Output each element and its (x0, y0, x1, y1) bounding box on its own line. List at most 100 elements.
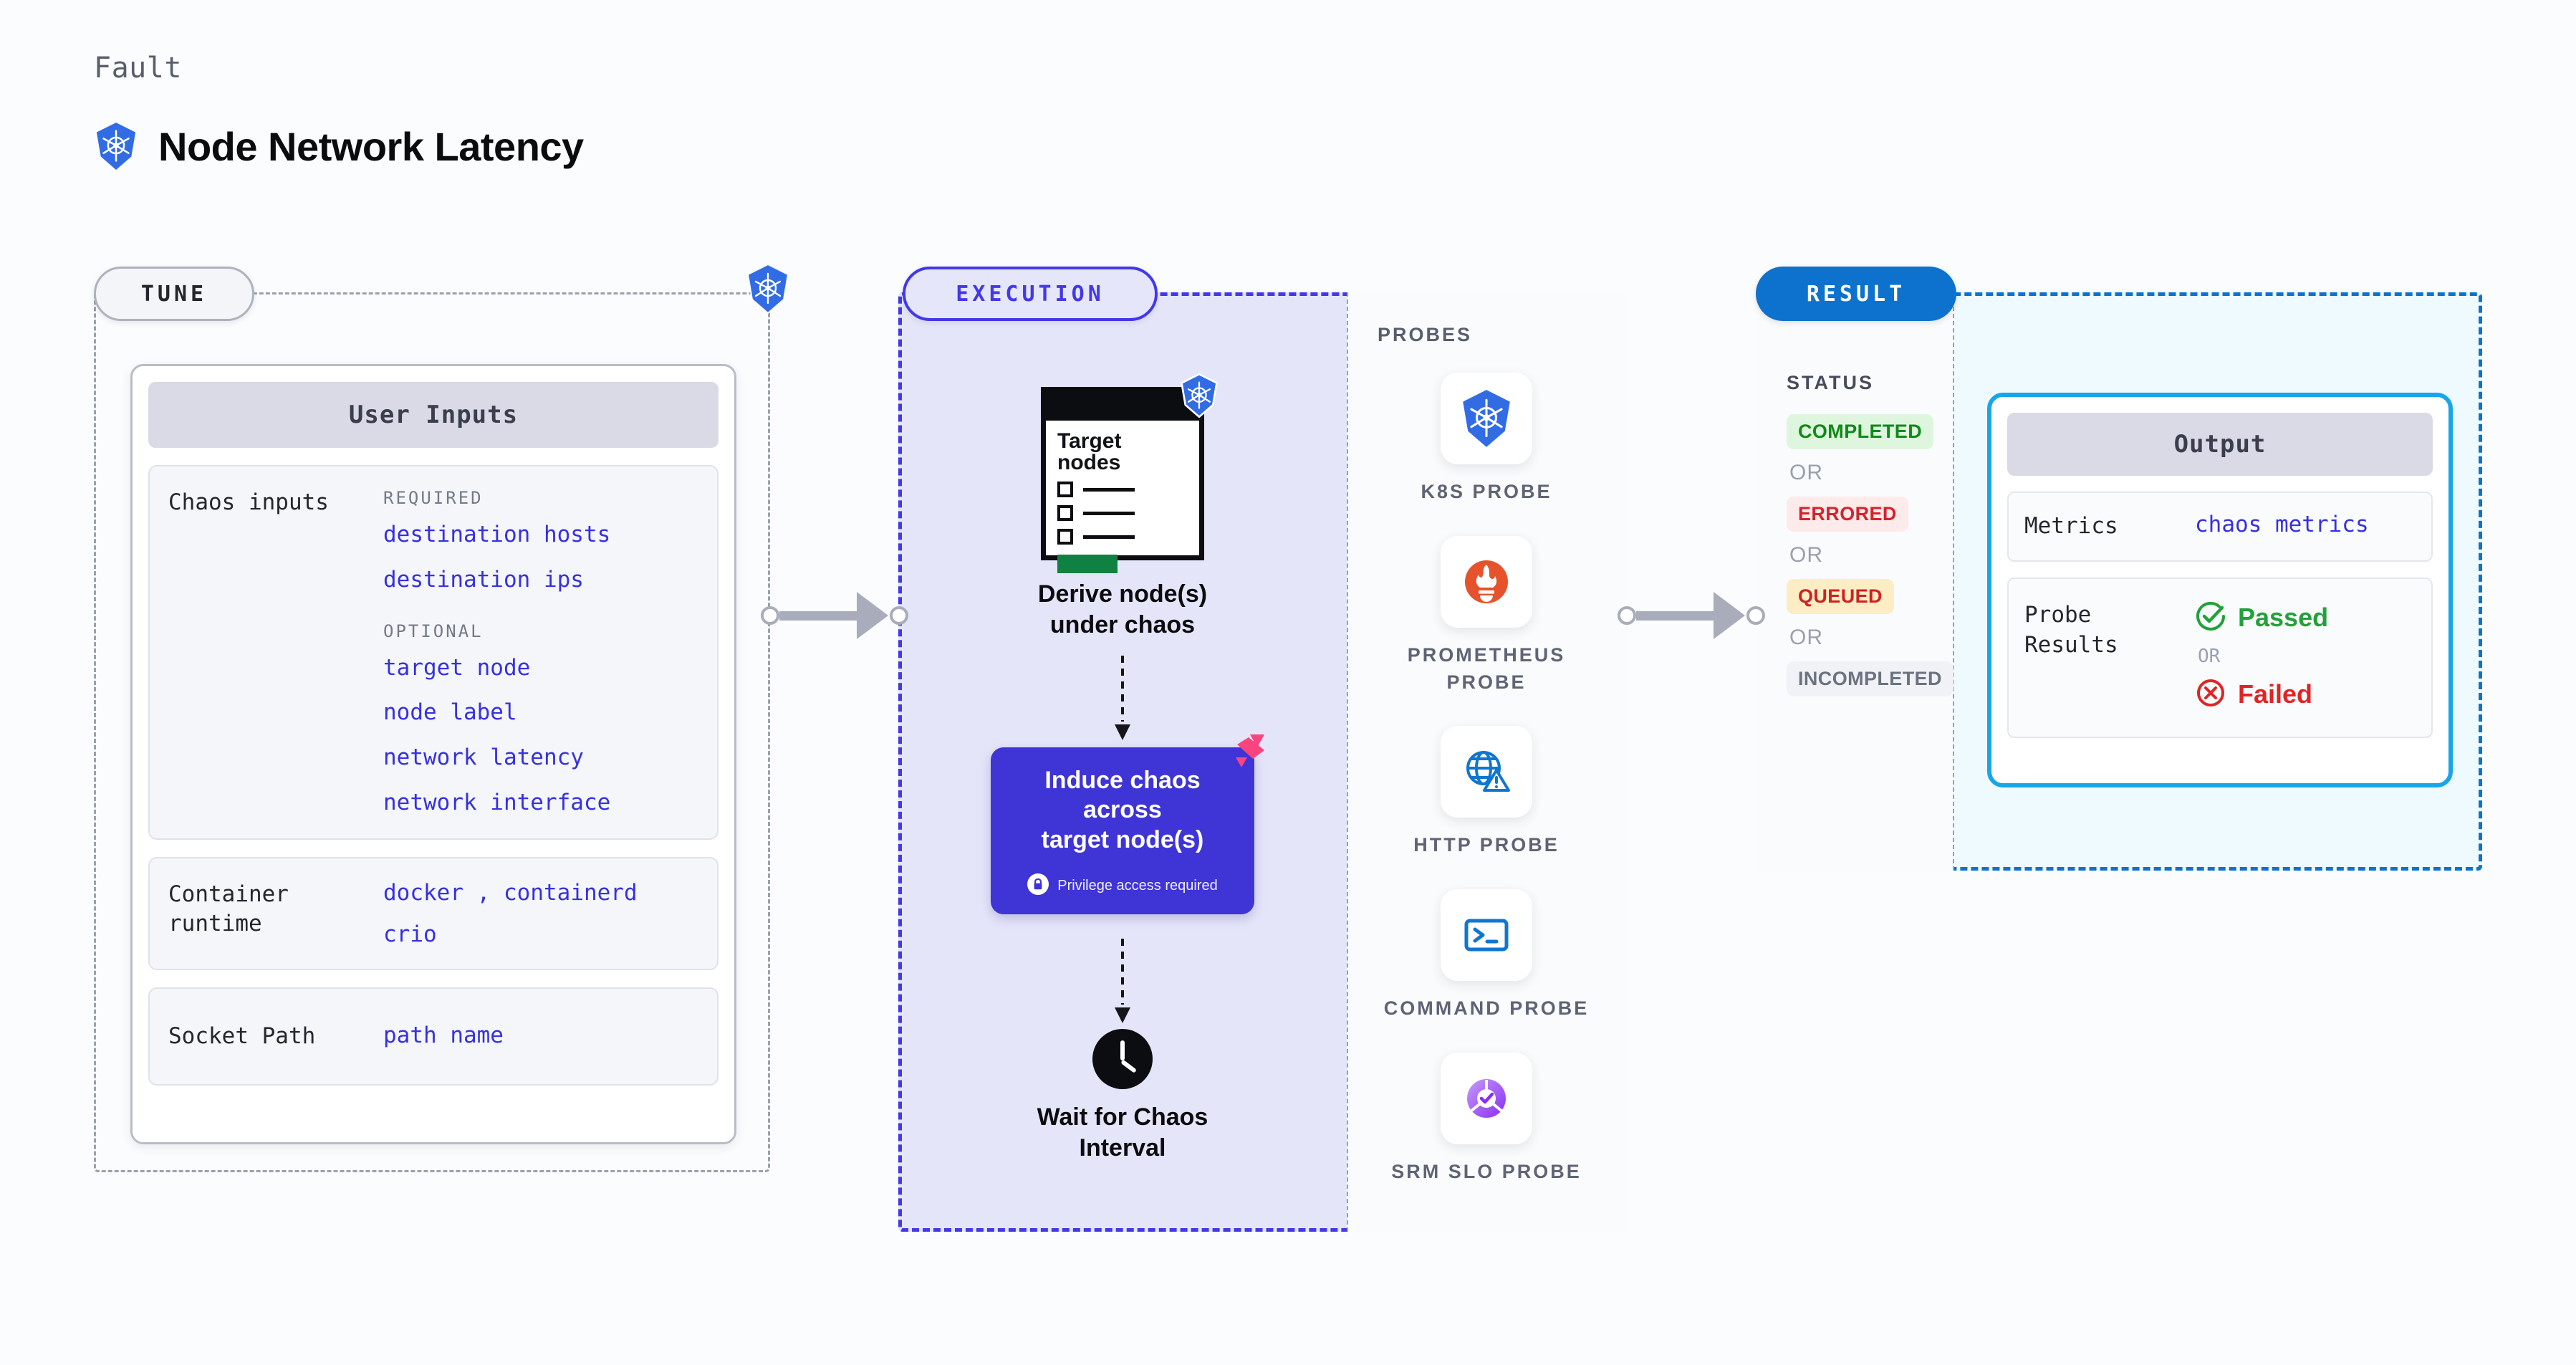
arrow-tip (1115, 1007, 1130, 1024)
or-label: OR (1789, 543, 1823, 567)
probe-item-command[interactable]: COMMAND PROBE (1379, 889, 1594, 1022)
privilege-text: Privilege access required (1057, 878, 1218, 894)
step-derive-nodes-label: Derive node(s) under chaos (1038, 579, 1207, 640)
runtime-separator: , (476, 879, 491, 906)
placeholder-line (1083, 535, 1135, 539)
metrics-label: Metrics (2024, 513, 2118, 539)
chaos-inputs-label: Chaos inputs (168, 489, 329, 515)
connector-dot-left (761, 606, 779, 625)
output-title: Output (2007, 413, 2433, 476)
node-checkbox-row (1057, 529, 1188, 545)
metrics-value[interactable]: chaos metrics (2195, 512, 2369, 537)
node-checkbox-row (1057, 482, 1188, 497)
probe-label: SRM SLO PROBE (1391, 1160, 1582, 1182)
connector-tune-to-execution (761, 592, 908, 639)
probe-results-label: Probe Results (2024, 600, 2195, 712)
http-globe-warning-icon (1441, 726, 1532, 818)
check-circle-icon (2195, 600, 2226, 636)
failed-label: Failed (2238, 679, 2313, 709)
runtime-containerd[interactable]: containerd (504, 879, 638, 906)
induce-chaos-line2: target node(s) (1041, 825, 1204, 853)
container-runtime-label: Container runtime (168, 881, 289, 937)
probe-label: COMMAND PROBE (1383, 997, 1590, 1020)
label-line-2: Results (2024, 631, 2118, 658)
probe-label: K8S PROBE (1421, 481, 1552, 502)
page-header: Node Network Latency (94, 122, 584, 171)
or-label: OR (1789, 461, 1823, 484)
probe-item-k8s[interactable]: K8S PROBE (1379, 373, 1594, 506)
tune-pill[interactable]: TUNE (94, 267, 254, 321)
x-circle-icon (2195, 677, 2226, 712)
label-line-2: under chaos (1049, 610, 1196, 638)
placeholder-line (1083, 511, 1135, 515)
connector-execution-to-result (1618, 592, 1765, 639)
flow-arrow (1115, 939, 1130, 1024)
socket-path-value[interactable]: path name (383, 1022, 504, 1048)
target-nodes-title-line2: nodes (1057, 451, 1121, 474)
status-badge-queued: QUEUED (1787, 579, 1894, 614)
optional-heading: OPTIONAL (383, 621, 484, 641)
flow-arrow (1115, 656, 1130, 740)
clock-hour-hand (1120, 1040, 1125, 1061)
status-list: COMPLETED OR ERRORED OR QUEUED OR INCOMP… (1787, 414, 1959, 696)
arrow-line (1121, 656, 1124, 722)
user-inputs-title: User Inputs (148, 382, 719, 448)
execution-flow: Target nodes (898, 373, 1626, 1163)
passed-label: Passed (2238, 603, 2329, 633)
connector-arrowhead (857, 592, 888, 639)
probe-item-srm-slo[interactable]: SRM SLO PROBE (1379, 1052, 1594, 1186)
checkbox-icon (1057, 505, 1073, 521)
input-network-latency[interactable]: network latency (383, 744, 584, 770)
target-nodes-title-line1: Target (1057, 429, 1122, 453)
status-badge-completed: COMPLETED (1787, 414, 1934, 449)
page-eyebrow: Fault (94, 52, 182, 85)
kubernetes-icon (1179, 373, 1219, 421)
label-line-1: Probe (2024, 601, 2092, 628)
probes-list: K8S PROBE PROMETHEUS PROBE (1347, 373, 1626, 1186)
user-inputs-card: User Inputs Chaos inputs REQUIRED destin… (130, 364, 736, 1144)
runtime-docker[interactable]: docker (383, 879, 463, 906)
node-checkbox-row (1057, 505, 1188, 521)
connector-line (1636, 610, 1715, 621)
connector-dot-right (1746, 606, 1765, 625)
probe-result-passed: Passed (2195, 600, 2416, 636)
label-line-1: Derive node(s) (1037, 580, 1208, 608)
target-nodes-card: Target nodes (1041, 373, 1218, 573)
socket-path-label: Socket Path (168, 1022, 316, 1049)
probe-label: PROMETHEUS PROBE (1407, 643, 1566, 693)
probe-label: HTTP PROBE (1413, 834, 1559, 856)
kubernetes-icon (745, 263, 791, 317)
status-badge-errored: ERRORED (1787, 497, 1908, 532)
connector-line (779, 610, 858, 621)
connector-arrowhead (1714, 592, 1745, 639)
metrics-row: Metrics chaos metrics (2007, 492, 2433, 562)
step-induce-chaos-box[interactable]: Induce chaos across target node(s) Privi… (991, 734, 1264, 915)
input-node-label[interactable]: node label (383, 699, 517, 726)
clock-icon (1092, 1029, 1153, 1090)
arrow-tip (1115, 724, 1130, 740)
probes-title: PROBES (1378, 324, 1473, 345)
litmus-icon (1231, 733, 1267, 772)
input-destination-ips[interactable]: destination ips (383, 566, 584, 593)
terminal-icon (1441, 889, 1532, 982)
input-target-node[interactable]: target node (383, 654, 531, 681)
probe-item-prometheus[interactable]: PROMETHEUS PROBE (1379, 535, 1594, 696)
input-destination-hosts[interactable]: destination hosts (383, 522, 611, 547)
result-pill[interactable]: RESULT (1756, 267, 1956, 321)
srm-slo-icon (1441, 1052, 1532, 1144)
chaos-inputs-section: Chaos inputs REQUIRED destination hosts … (148, 465, 719, 840)
execution-pill[interactable]: EXECUTION (903, 267, 1158, 321)
probe-result-failed: Failed (2195, 677, 2416, 712)
status-title: STATUS (1787, 372, 1874, 393)
lock-icon (1027, 873, 1049, 899)
input-network-interface[interactable]: network interface (383, 789, 611, 815)
kubernetes-icon (94, 122, 138, 171)
probe-results-row: Probe Results Passed OR (2007, 577, 2433, 738)
probe-item-http[interactable]: HTTP PROBE (1379, 726, 1594, 859)
placeholder-line (1083, 487, 1135, 492)
runtime-crio[interactable]: crio (383, 921, 437, 947)
card-titlebar (1046, 392, 1199, 421)
page-title: Node Network Latency (158, 123, 584, 169)
socket-path-section: Socket Path path name (148, 987, 719, 1086)
